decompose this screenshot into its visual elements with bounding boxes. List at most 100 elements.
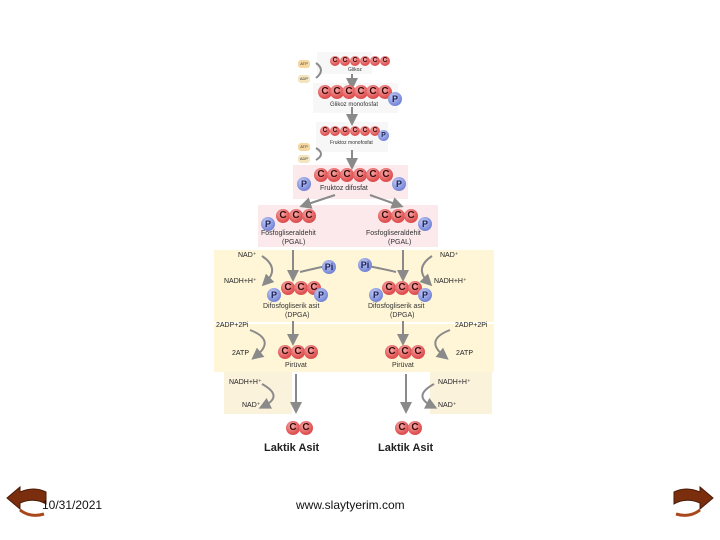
nad-label-left-2: NAD⁺: [242, 402, 261, 409]
adp-label-left: 2ADP+2Pi: [216, 322, 249, 329]
carbon-atom: C: [395, 281, 409, 295]
pgal-left-label: Fosfogliseraldehit: [261, 230, 316, 237]
glucose-monophosphate-label: Glikoz monofosfat: [330, 102, 379, 108]
dpga-left-sub: (DPGA): [285, 312, 310, 319]
carbon-atom: C: [299, 421, 313, 435]
carbon-atom: C: [404, 209, 418, 223]
carbon-atom: C: [398, 345, 412, 359]
carbon-atom: C: [278, 345, 292, 359]
carbon-atom: C: [340, 168, 354, 182]
phosphate-group: P: [418, 288, 432, 302]
carbon-atom: C: [330, 126, 340, 136]
nadh-label-left-2: NADH+H⁺: [229, 379, 262, 386]
carbon-atom: C: [360, 56, 370, 66]
carbon-atom: C: [366, 168, 380, 182]
pyruvate-left-label: Pirüvat: [285, 362, 307, 369]
carbon-atom: C: [289, 209, 303, 223]
carbon-atom: C: [314, 168, 328, 182]
carbon-atom: C: [330, 85, 344, 99]
arrow-split-left: [299, 194, 336, 209]
nad-curve-left: [261, 255, 275, 287]
phosphate-group: P: [392, 177, 406, 191]
fructose-diphosphate-label: Fruktoz difosfat: [320, 185, 368, 192]
carbon-atom: C: [276, 209, 290, 223]
pi-curve-right: [367, 265, 397, 273]
pgal-right-sub: (PGAL): [388, 239, 412, 246]
carbon-atom: C: [408, 421, 422, 435]
carbon-atom: C: [320, 126, 330, 136]
nad-label-right: NAD⁺: [440, 252, 459, 259]
phosphate-group: P: [418, 217, 432, 231]
carbon-atom: C: [353, 168, 367, 182]
carbon-atom: C: [379, 168, 393, 182]
atp-curve-2: [315, 147, 322, 161]
carbon-atom: C: [340, 126, 350, 136]
lactic-band-right: [430, 372, 492, 414]
carbon-atom: C: [370, 56, 380, 66]
carbon-atom: C: [385, 345, 399, 359]
phosphate-group: P: [261, 217, 275, 231]
carbon-atom: C: [304, 345, 318, 359]
carbon-atom: C: [302, 209, 316, 223]
nad-label-right-2: NAD⁺: [438, 402, 457, 409]
nadh-label-right-2: NADH+H⁺: [438, 379, 471, 386]
lactic-band-left: [224, 372, 292, 414]
next-slide-arrow-icon[interactable]: [670, 484, 716, 520]
carbon-atom: C: [360, 126, 370, 136]
carbon-atom: C: [330, 56, 340, 66]
adp-label-right: 2ADP+2Pi: [455, 322, 488, 329]
atp-curve-1: [315, 62, 322, 79]
carbon-atom: C: [382, 281, 396, 295]
dpga-right-label: Difosfogliserik asit: [368, 303, 425, 310]
adp-chip: ADP: [298, 155, 310, 163]
nadh-label-left: NADH+H⁺: [224, 278, 257, 285]
dpga-left-label: Difosfogliserik asit: [263, 303, 320, 310]
phosphate-group: P: [388, 92, 402, 106]
phosphate-group: P: [369, 288, 383, 302]
phosphate-group: Pi: [358, 258, 372, 272]
nadh-curve-right: [421, 383, 438, 409]
carbon-atom: C: [294, 281, 308, 295]
fructose-monophosphate-label: Fruktoz monofosfat: [330, 140, 373, 146]
atp-label-left: 2ATP: [232, 350, 249, 357]
phosphate-group: P: [378, 130, 389, 141]
pgal-left-sub: (PGAL): [282, 239, 306, 246]
carbon-atom: C: [395, 421, 409, 435]
pgal-right-label: Fosfogliseraldehit: [366, 230, 421, 237]
lactic-acid-right-label: Laktik Asit: [378, 442, 434, 454]
carbon-atom: C: [350, 56, 360, 66]
arrow-split-right: [369, 194, 404, 209]
footer-site[interactable]: www.slaytyerim.com: [296, 498, 405, 512]
nadh-label-right: NADH+H⁺: [434, 278, 467, 285]
glucose-label: Glikoz: [348, 67, 362, 73]
phosphate-group: Pi: [322, 260, 336, 274]
carbon-atom: C: [370, 126, 380, 136]
previous-slide-arrow-icon[interactable]: [4, 484, 50, 520]
nad-label-left: NAD⁺: [238, 252, 257, 259]
carbon-atom: C: [391, 209, 405, 223]
atp-curve-right: [434, 329, 451, 360]
carbon-atom: C: [354, 85, 368, 99]
carbon-atom: C: [281, 281, 295, 295]
carbon-atom: C: [342, 85, 356, 99]
phosphate-group: P: [314, 288, 328, 302]
carbon-atom: C: [411, 345, 425, 359]
nadh-curve-left: [258, 383, 275, 409]
atp-chip: ATP: [298, 143, 310, 151]
phosphate-group: P: [297, 177, 311, 191]
footer-date: 10/31/2021: [42, 498, 103, 512]
nad-curve-right: [419, 255, 433, 287]
dpga-right-sub: (DPGA): [390, 312, 415, 319]
pyruvate-right-label: Pirüvat: [392, 362, 414, 369]
adp-chip: ADP: [298, 75, 310, 83]
atp-chip: ATP: [298, 60, 310, 68]
carbon-atom: C: [350, 126, 360, 136]
atp-label-right: 2ATP: [456, 350, 473, 357]
carbon-atom: C: [378, 209, 392, 223]
carbon-atom: C: [318, 85, 332, 99]
carbon-atom: C: [286, 421, 300, 435]
phosphate-group: P: [267, 288, 281, 302]
carbon-atom: C: [380, 56, 390, 66]
carbon-atom: C: [327, 168, 341, 182]
atp-curve-left: [249, 329, 266, 360]
